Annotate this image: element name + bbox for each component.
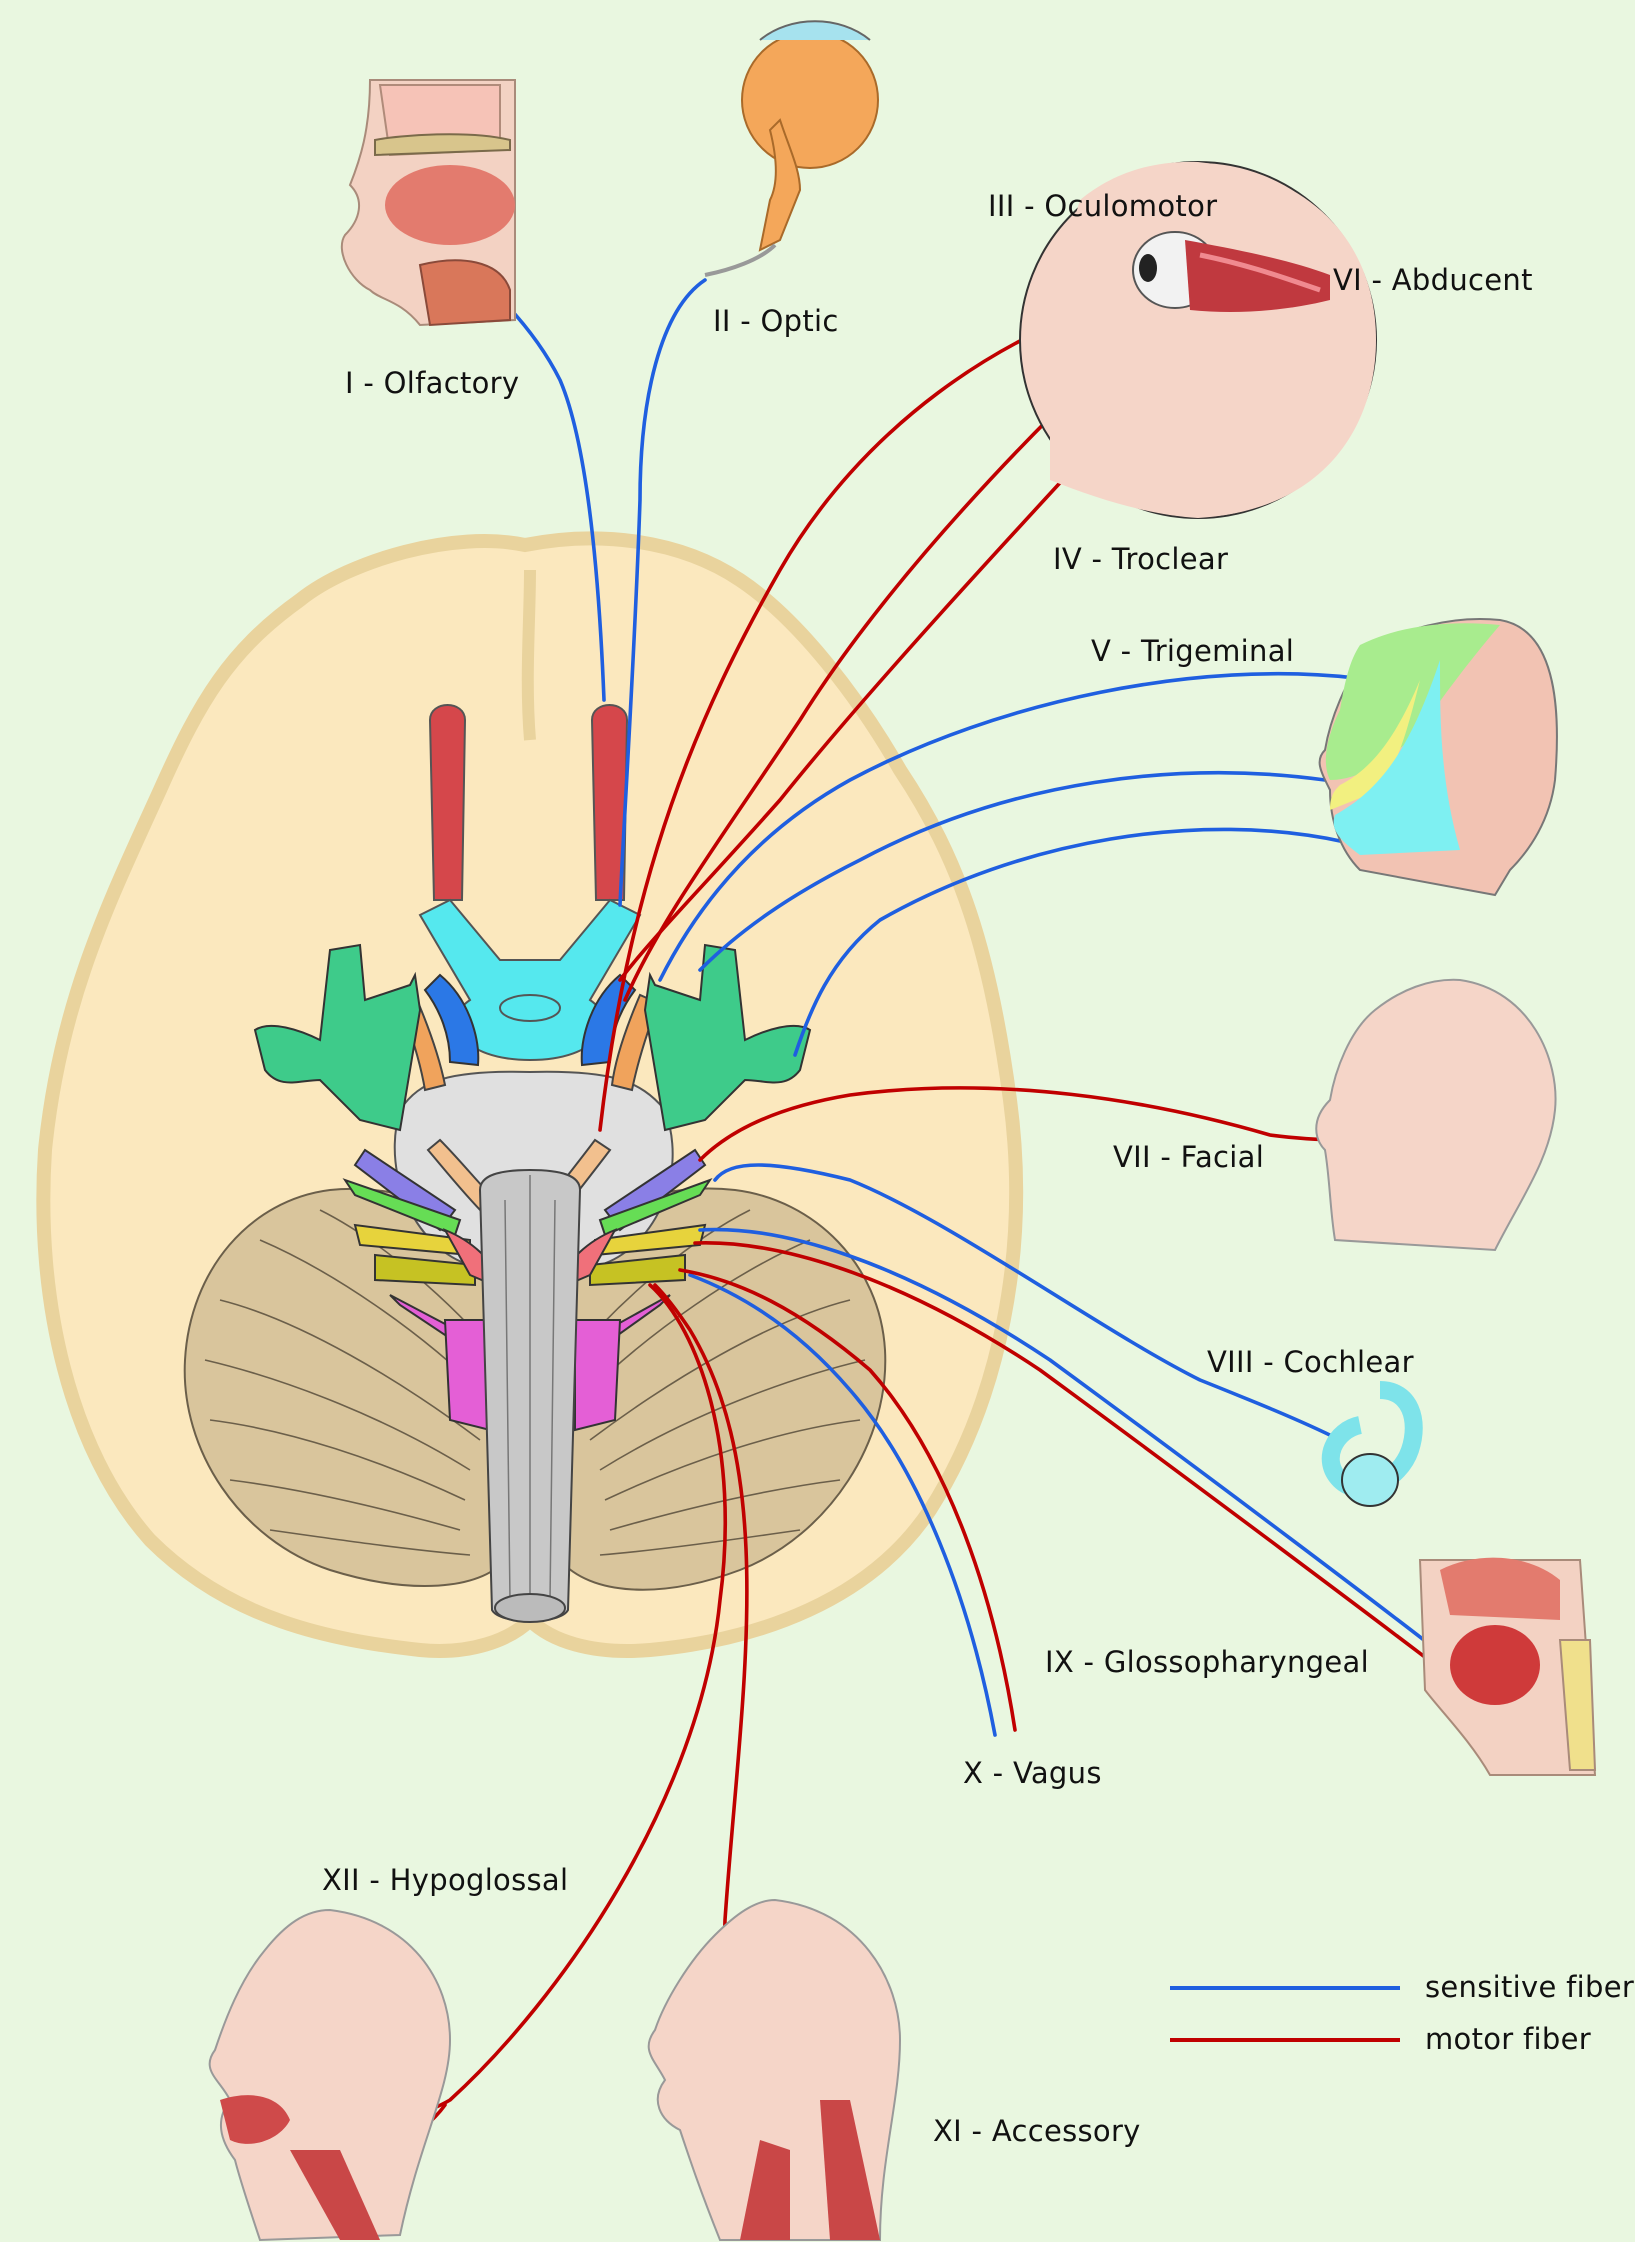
legend-label-motor: motor fiber: [1425, 2022, 1591, 2056]
label-cochlear: VIII - Cochlear: [1207, 1345, 1414, 1379]
label-facial: VII - Facial: [1113, 1140, 1264, 1174]
hypoglossal-head: [210, 1910, 450, 2240]
throat-cross-section: [1420, 1558, 1595, 1775]
legend-label-sensitive: sensitive fiber: [1425, 1970, 1634, 2004]
accessory-head: [649, 1900, 900, 2240]
cochlea: [1331, 1390, 1414, 1506]
facial-head: [1316, 980, 1555, 1250]
eyeball: [705, 21, 878, 275]
label-olfactory: I - Olfactory: [345, 366, 519, 400]
label-hypoglossal: XII - Hypoglossal: [322, 1863, 568, 1897]
nose-cross-section: [342, 80, 515, 325]
label-trigeminal: V - Trigeminal: [1091, 634, 1294, 668]
trigeminal-face: [1320, 619, 1557, 895]
label-troclear: IV - Troclear: [1053, 542, 1228, 576]
label-abducent: VI - Abducent: [1333, 263, 1533, 297]
label-oculomotor: III - Oculomotor: [988, 189, 1217, 223]
label-vagus: X - Vagus: [963, 1756, 1102, 1790]
label-glossopharyngeal: IX - Glossopharyngeal: [1045, 1645, 1369, 1679]
label-accessory: XI - Accessory: [933, 2114, 1141, 2148]
label-optic: II - Optic: [713, 304, 839, 338]
